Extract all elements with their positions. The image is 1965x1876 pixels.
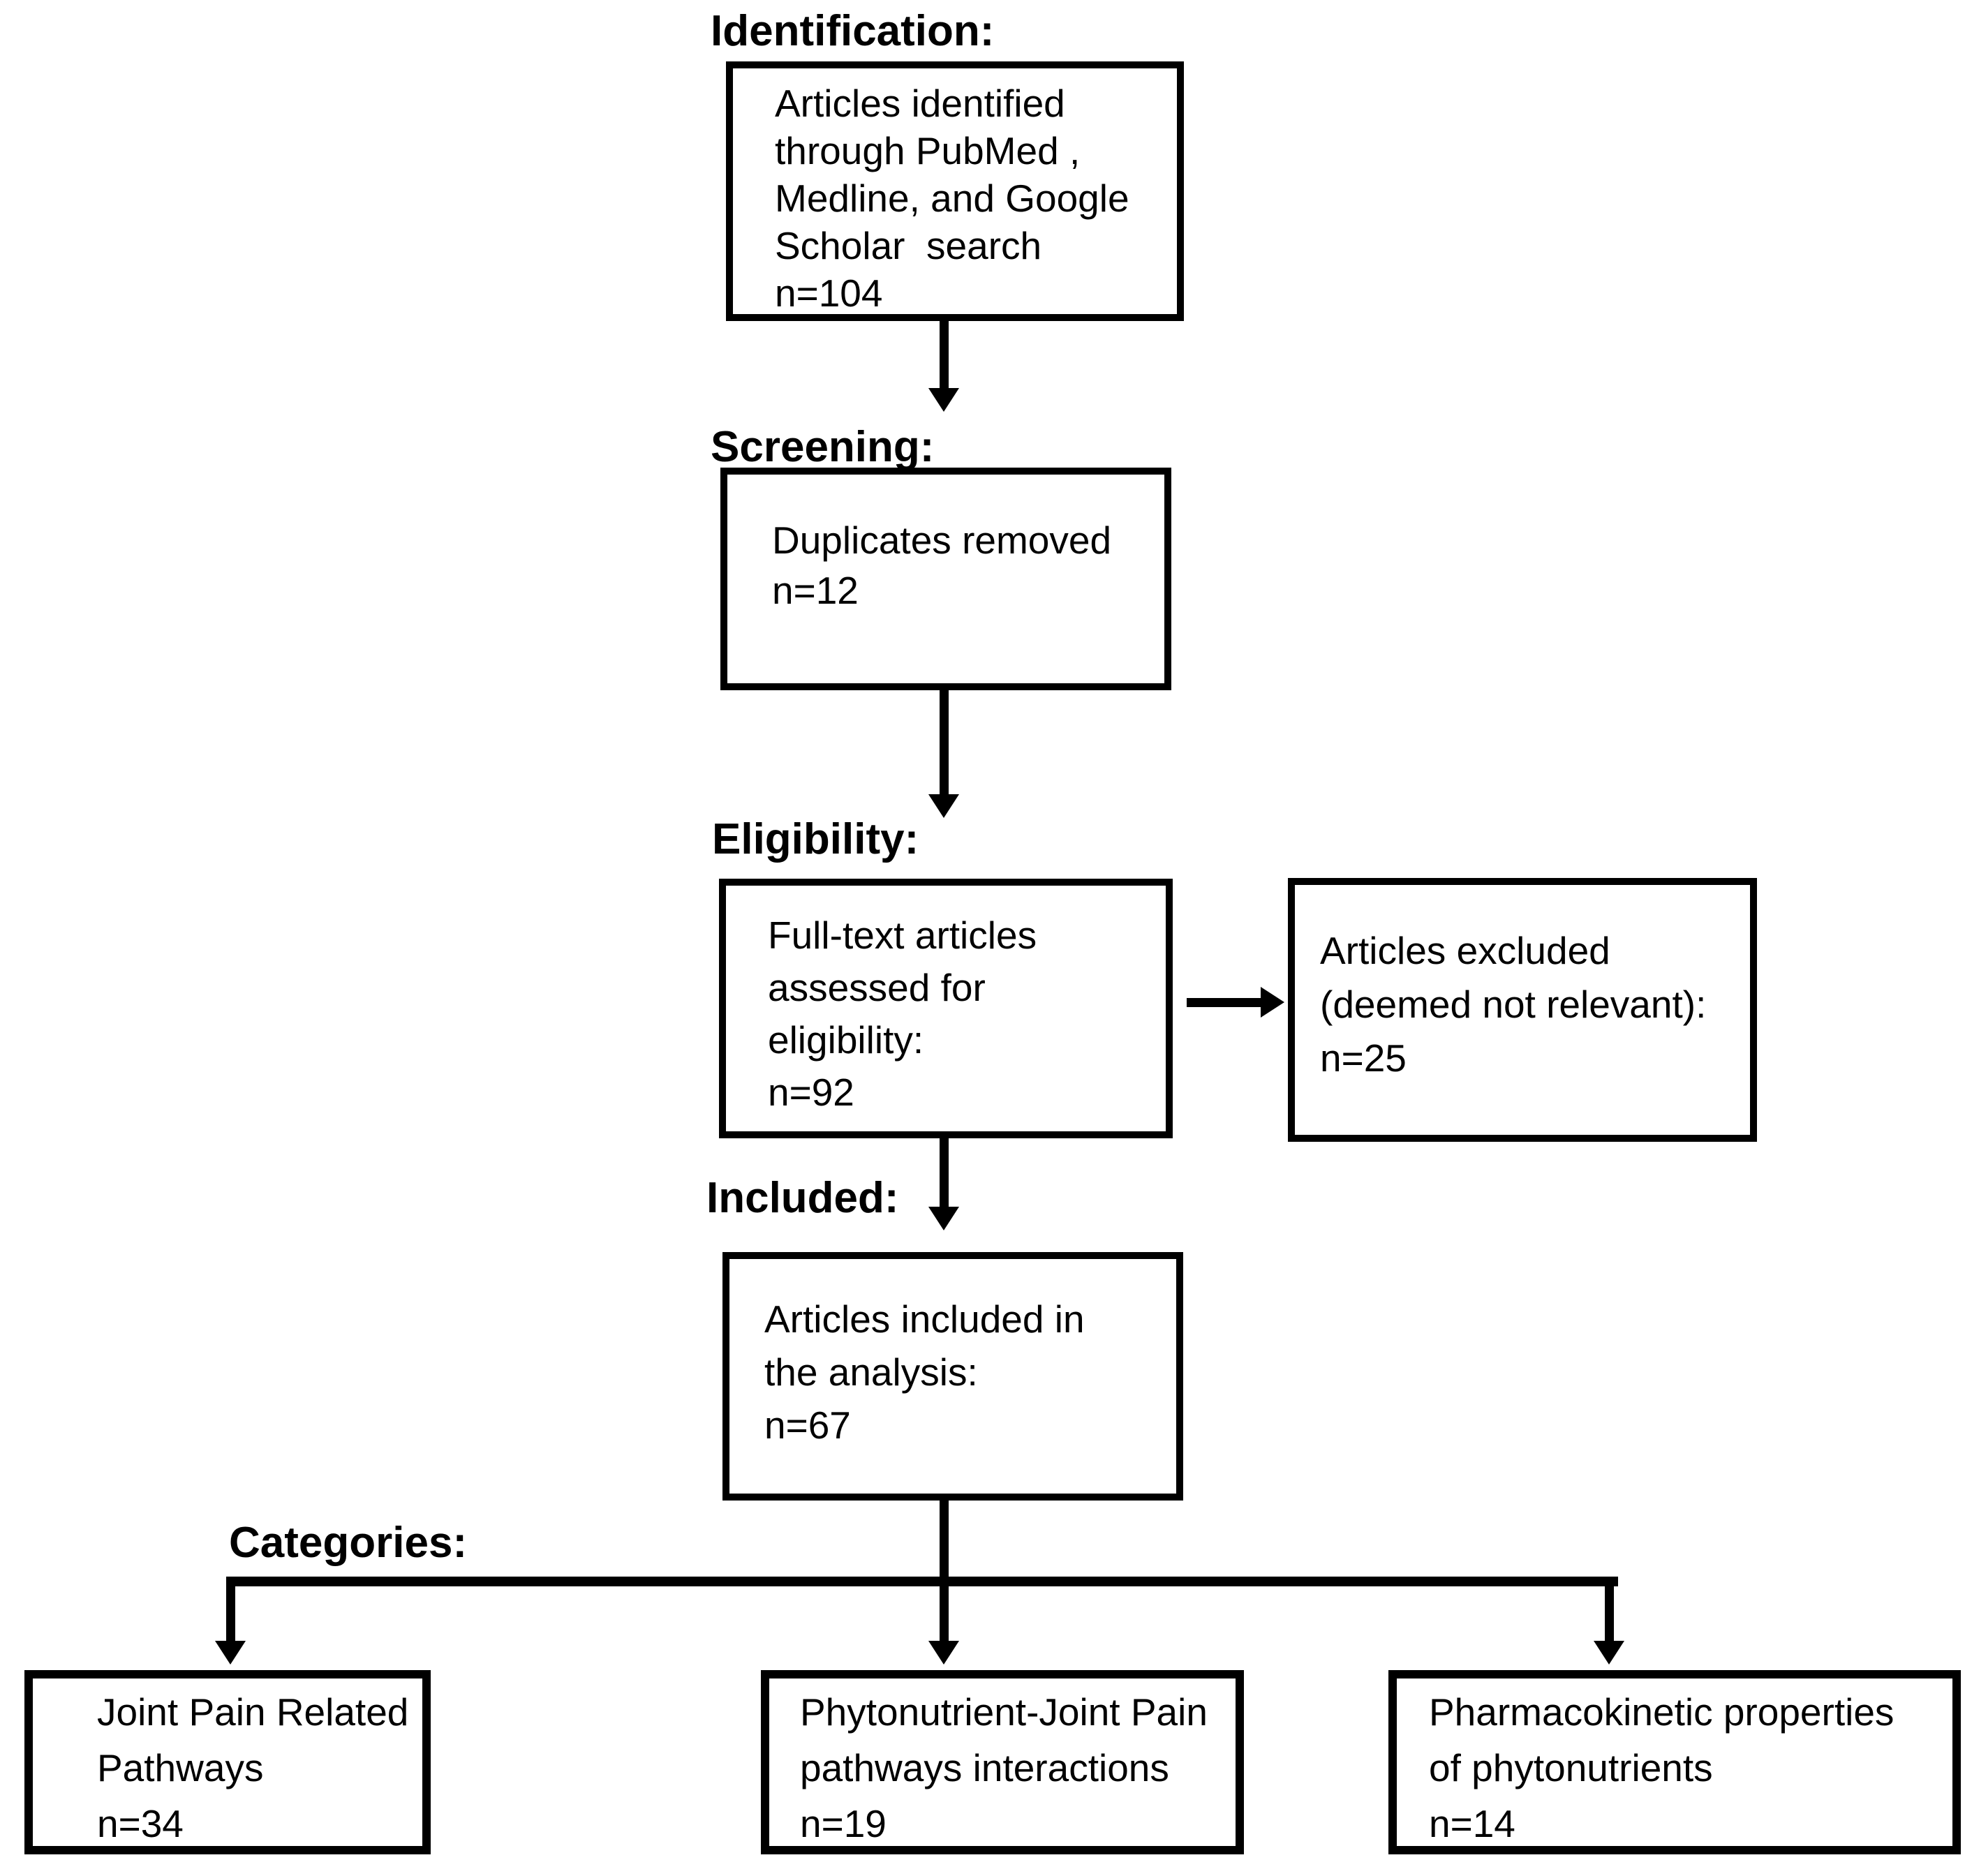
category-box-line: of phytonutrients (1429, 1746, 1713, 1789)
connector-eligibility-to-included (940, 1138, 949, 1207)
included-stage-heading: Included: (706, 1174, 899, 1222)
excluded-box-line: Articles excluded (1320, 929, 1610, 972)
identification-box-line: through PubMed , (775, 129, 1081, 172)
category-box-count: n=19 (800, 1802, 887, 1845)
included-box: Articles included in the analysis: n=67 (722, 1252, 1183, 1501)
identification-stage-heading: Identification: (711, 7, 995, 55)
identification-box-count: n=104 (775, 271, 883, 315)
category-box-line: Pathways (97, 1746, 264, 1789)
arrow-down-icon (928, 388, 959, 412)
connector-identification-to-screening (940, 320, 949, 388)
category-box-joint-pain-pathways: Joint Pain Related Pathways n=34 (24, 1670, 431, 1854)
category-box-line: Joint Pain Related (97, 1690, 409, 1734)
arrow-down-icon (928, 1641, 959, 1665)
eligibility-box-line: assessed for (768, 966, 986, 1009)
arrow-down-icon (928, 794, 959, 818)
connector-to-category-2 (940, 1581, 949, 1641)
category-box-phytonutrient-interactions: Phytonutrient-Joint Pain pathways intera… (761, 1670, 1244, 1854)
identification-box: Articles identified through PubMed , Med… (726, 61, 1184, 321)
category-box-line: Pharmacokinetic properties (1429, 1690, 1894, 1734)
category-box-count: n=34 (97, 1802, 184, 1845)
arrow-down-icon (1594, 1641, 1624, 1665)
arrow-down-icon (215, 1641, 246, 1665)
screening-box: Duplicates removed n=12 (720, 468, 1171, 690)
included-box-count: n=67 (764, 1404, 851, 1447)
connector-screening-to-eligibility (940, 690, 949, 794)
eligibility-box-line: eligibility: (768, 1018, 924, 1062)
category-box-pharmacokinetic-properties: Pharmacokinetic properties of phytonutri… (1388, 1670, 1961, 1854)
categories-branch-line (226, 1577, 1618, 1586)
connector-to-category-1 (226, 1577, 235, 1641)
identification-box-line: Articles identified (775, 82, 1065, 125)
screening-box-count: n=12 (772, 569, 859, 612)
included-box-line: the analysis: (764, 1350, 978, 1394)
eligibility-box-line: Full-text articles (768, 914, 1037, 957)
identification-box-line: Scholar search (775, 224, 1042, 267)
screening-box-line: Duplicates removed (772, 519, 1112, 562)
category-box-line: pathways interactions (800, 1746, 1169, 1789)
screening-stage-heading: Screening: (711, 423, 935, 471)
included-box-line: Articles included in (764, 1297, 1085, 1341)
eligibility-box-count: n=92 (768, 1071, 854, 1114)
eligibility-box: Full-text articles assessed for eligibil… (719, 879, 1173, 1138)
excluded-box: Articles excluded (deemed not relevant):… (1288, 878, 1757, 1142)
connector-included-to-categories (940, 1501, 949, 1581)
connector-to-category-3 (1605, 1577, 1614, 1641)
arrow-right-icon (1261, 987, 1284, 1018)
excluded-box-line: (deemed not relevant): (1320, 983, 1707, 1026)
eligibility-stage-heading: Eligibility: (712, 815, 919, 863)
connector-eligibility-to-excluded (1187, 998, 1261, 1007)
categories-stage-heading: Categories: (229, 1519, 468, 1567)
category-box-line: Phytonutrient-Joint Pain (800, 1690, 1208, 1734)
category-box-count: n=14 (1429, 1802, 1515, 1845)
identification-box-line: Medline, and Google (775, 177, 1129, 220)
excluded-box-count: n=25 (1320, 1036, 1407, 1080)
arrow-down-icon (928, 1207, 959, 1230)
